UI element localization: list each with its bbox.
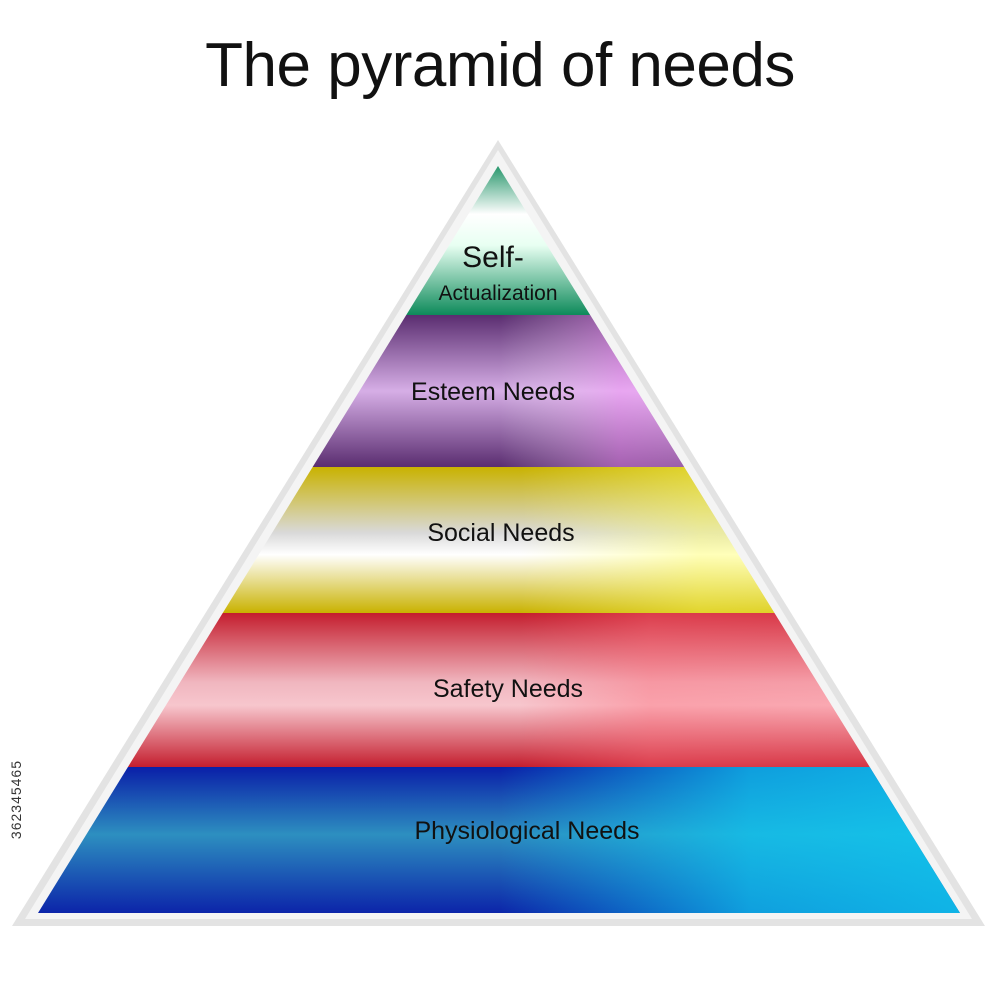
stock-id-label: 362345465 bbox=[8, 760, 24, 840]
level-social-label: Social Needs bbox=[427, 519, 574, 547]
level-physiological-band bbox=[38, 767, 960, 913]
level-safety-label: Safety Needs bbox=[433, 675, 583, 703]
page-title: The pyramid of needs bbox=[205, 31, 795, 100]
level-self-actualization-label-1: Self- bbox=[462, 241, 524, 274]
level-self-actualization-label-2: Actualization bbox=[438, 282, 557, 305]
level-physiological-label: Physiological Needs bbox=[414, 817, 639, 845]
level-esteem-label: Esteem Needs bbox=[411, 378, 575, 406]
